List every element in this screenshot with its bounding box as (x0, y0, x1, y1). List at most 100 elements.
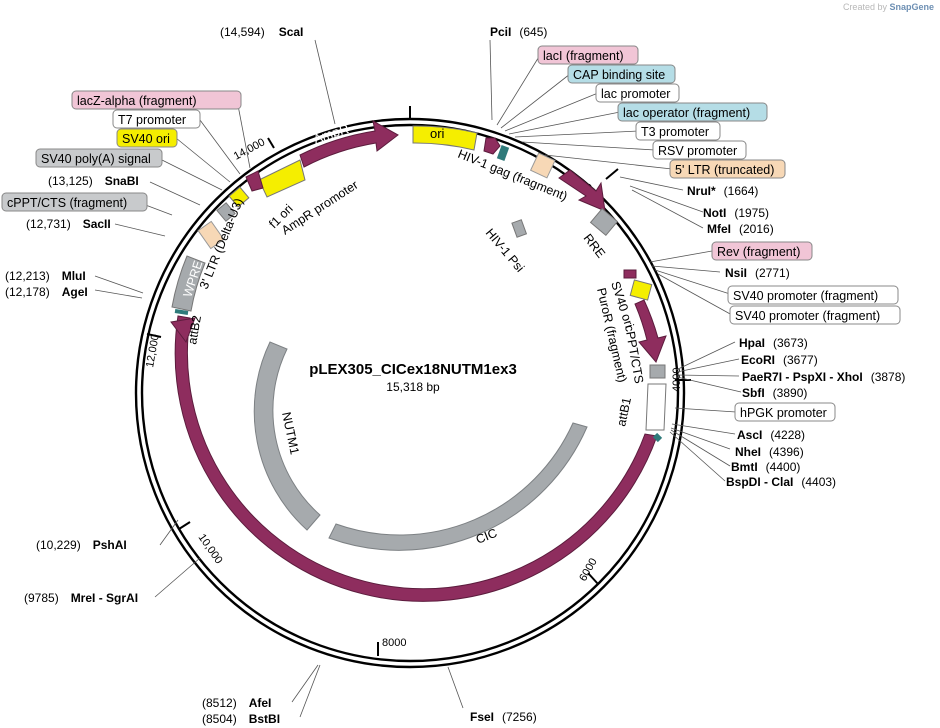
enzyme-afei: (8512)AfeI (202, 696, 271, 710)
teal-feature (496, 145, 510, 161)
sv40-ori-box (116, 128, 178, 148)
hpgk-box (734, 402, 836, 422)
enzyme-mlui: (12,213)MluI (5, 269, 86, 283)
hiv-gag-label: HIV-1 gag (fragment) (456, 147, 569, 204)
lacz-label: lacZ-alpha (fragment) (77, 94, 197, 108)
nutm1-label: NUTM1 (279, 411, 302, 456)
f1-ori-box (258, 159, 306, 198)
rev-label: Rev (fragment) (717, 245, 800, 259)
plasmid-size: 15,318 bp (386, 380, 440, 394)
credit-prefix: Created by (842, 2, 887, 12)
tick-label-8000: 8000 (382, 637, 406, 649)
tick-label-12000: 12,000 (144, 333, 162, 368)
ltr3-box (197, 220, 225, 250)
rsv-label: RSV promoter (658, 144, 737, 158)
ampr-promoter-mark (245, 170, 264, 192)
backbone-inner (140, 123, 680, 663)
lac-operator-label: lac operator (fragment) (623, 106, 750, 120)
ori-box (412, 125, 478, 151)
small-maroon-arrow (483, 137, 501, 155)
enzyme-sbfi: SbfI(3890) (742, 386, 807, 400)
sv40-polya-box (216, 202, 236, 222)
cppt-frag-box (1, 192, 148, 212)
enzyme-pcii: PciI(645) (490, 25, 547, 39)
enzyme-asci: AscI(4228) (737, 428, 805, 442)
sv40-ori-label: SV40 ori (122, 132, 170, 146)
attb2-marker (174, 309, 189, 315)
attb1-marker (652, 432, 663, 443)
enzyme-pshai: (10,229)PshAI (36, 538, 127, 552)
tick-2000 (605, 168, 619, 180)
enzyme-fsei: FseI(7256) (470, 710, 537, 724)
plasmid-name: pLEX305_CICex18NUTM1ex3 (309, 361, 517, 378)
enzyme-mrei: (9785)MreI - SgrAI (24, 591, 138, 605)
hpgk-promoter-box (645, 383, 667, 431)
restriction-sites: (14,594)ScaI PciI(645) NruI*(1664) NotI(… (5, 25, 905, 726)
lac-promoter-box (595, 83, 680, 103)
t7-label: T7 promoter (118, 113, 186, 127)
lac-promoter-label: lac promoter (601, 87, 670, 101)
puror-arrow (634, 299, 667, 363)
enzyme-agei: (12,178)AgeI (5, 285, 88, 299)
fusion-gene-arrow (174, 315, 658, 602)
nutm1-bar (253, 341, 321, 531)
tick-10000 (178, 521, 191, 530)
tick-label-6000: 6000 (577, 556, 600, 583)
laci-label: lacI (fragment) (543, 49, 624, 63)
enzyme-scai: (14,594)ScaI (220, 25, 303, 39)
enzyme-snabi: (13,125)SnaBI (48, 174, 139, 188)
ori-label: ori (430, 126, 445, 141)
tick-14000 (267, 137, 275, 149)
cppt-frag-label: cPPT/CTS (fragment) (7, 196, 127, 210)
ltr5-label: 5' LTR (truncated) (675, 163, 774, 177)
credit-brand: SnapGene (889, 2, 934, 12)
laci-box (537, 45, 639, 65)
ltr5-box (529, 152, 556, 179)
cppt-right-box (649, 364, 666, 379)
tick-6000 (587, 572, 599, 585)
enzyme-nsii: NsiI(2771) (725, 266, 790, 280)
enzyme-noti: NotI(1975) (703, 206, 769, 220)
sv40-polya-label: SV40 poly(A) signal (41, 152, 151, 166)
enzyme-bstbi: (8504)BstBI (202, 712, 280, 726)
t3-label: T3 promoter (641, 125, 709, 139)
sv40-ori-right (629, 279, 653, 301)
attb1-label: attB1 (614, 396, 634, 428)
enzyme-bspdi: BspDI - ClaI(4403) (726, 475, 836, 489)
sv40-prom1-label: SV40 promoter (fragment) (733, 289, 878, 303)
attb2-label: attB2 (185, 314, 204, 345)
sv40-prom2-box (729, 305, 901, 325)
cic-bar (328, 422, 588, 551)
hpgk-label: hPGK promoter (740, 406, 827, 420)
rev-fragment-mark (623, 269, 637, 279)
lacz-box (71, 90, 242, 110)
cap-box (567, 64, 676, 84)
ltr5-label-box (669, 159, 786, 179)
tick-label-14000: 14,000 (232, 136, 267, 162)
rre-label: RRE (581, 231, 608, 260)
ampr-arrow (299, 120, 399, 168)
tick-label-4000: 4000 (671, 368, 683, 392)
rsv-box (652, 140, 747, 160)
fusion-arrowhead (170, 317, 196, 344)
enzyme-hpai: HpaI(3673) (739, 336, 808, 350)
enzyme-sacii: (12,731)SacII (26, 217, 111, 231)
enzyme-bmti: BmtI(4400) (731, 460, 800, 474)
boxed-labels: lacI (fragment) CAP binding site lac pro… (1, 45, 901, 422)
t7-box (112, 109, 201, 129)
sv40-polya-label-box (35, 148, 163, 168)
enzyme-nrui: NruI*(1664) (687, 184, 758, 198)
sv40-prom1-box (727, 285, 899, 305)
enzyme-mfei: MfeI(2016) (707, 222, 774, 236)
hiv-psi-box (511, 219, 528, 238)
rev-box (711, 241, 813, 261)
leader-lines (94, 39, 742, 718)
sv40-prom2-label: SV40 promoter (fragment) (735, 309, 880, 323)
rre-box (589, 207, 619, 237)
tick-12000 (146, 333, 162, 338)
t3-box (635, 121, 721, 141)
sv40-ori-left (228, 186, 250, 208)
lac-operator-box (617, 102, 768, 122)
snapgene-credit: Created by SnapGene (843, 2, 934, 12)
